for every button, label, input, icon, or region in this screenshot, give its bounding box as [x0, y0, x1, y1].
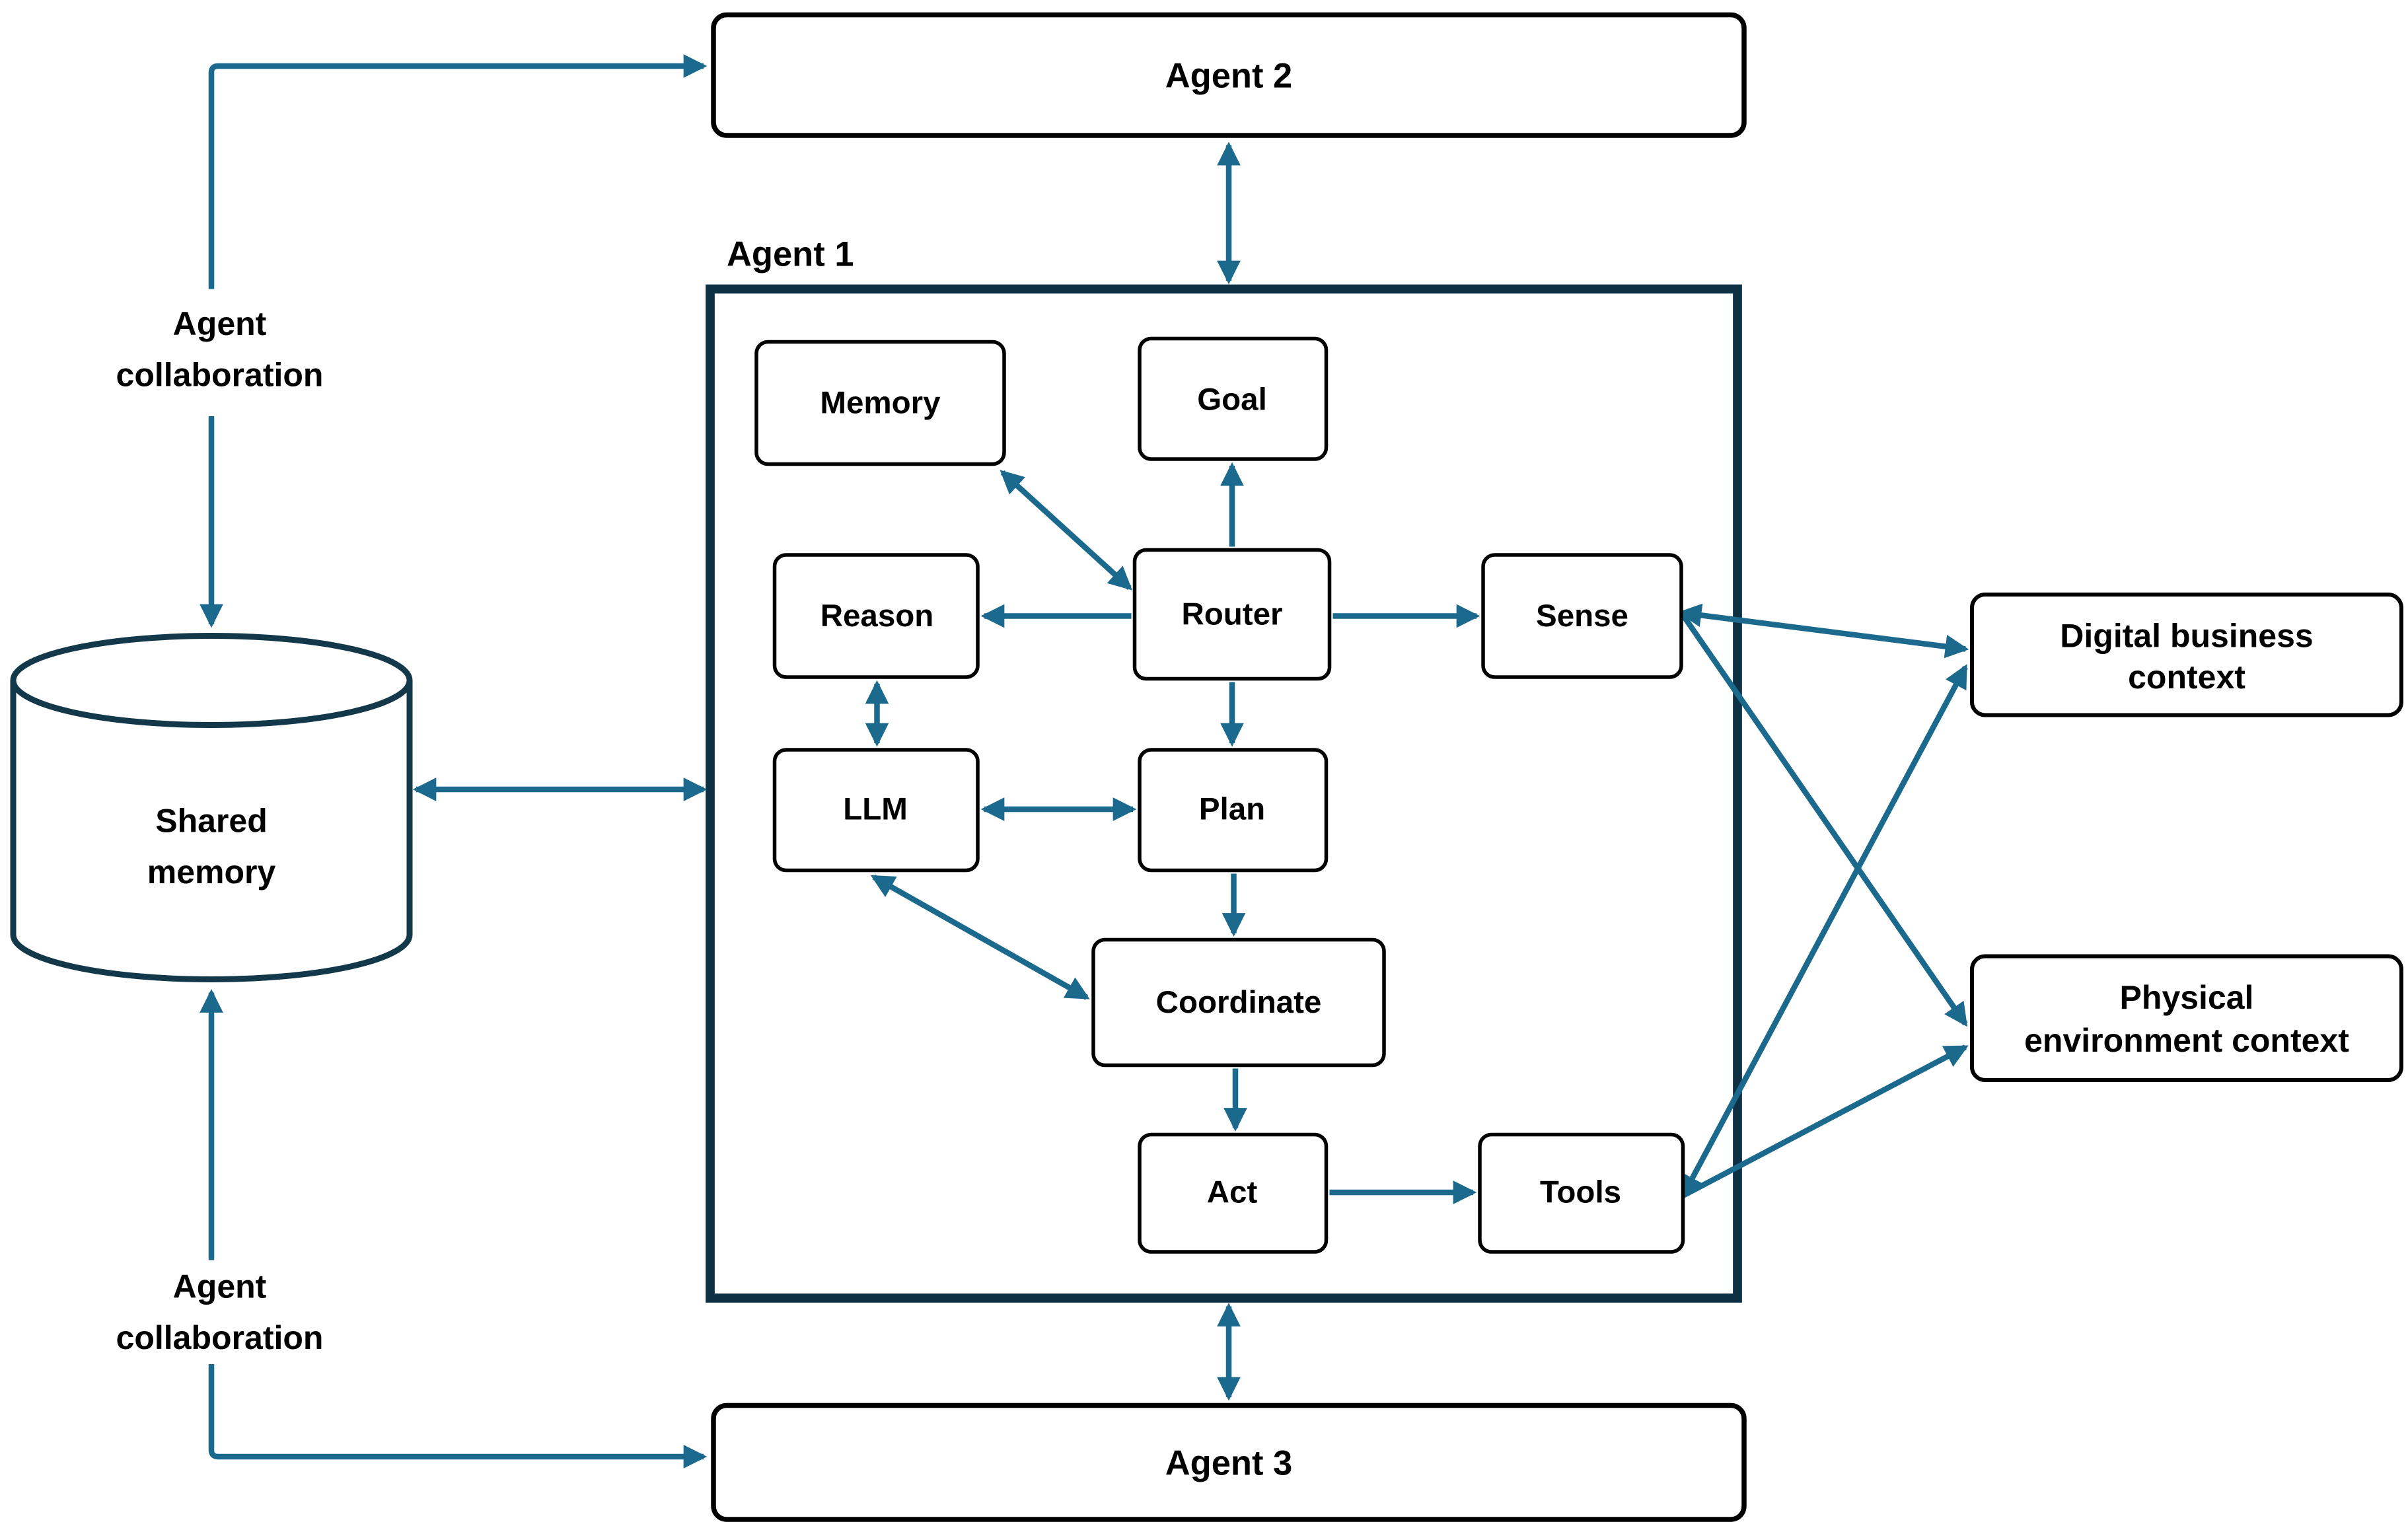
collab-bottom-line1: Agent	[173, 1268, 267, 1305]
agent-collaboration-label-top: Agent collaboration	[116, 305, 324, 394]
arrow-sense-digital	[1677, 603, 1969, 659]
plan-node: Plan	[1138, 748, 1329, 873]
collab-bottom-line2: collaboration	[116, 1319, 324, 1356]
physical-context-line1: Physical	[2120, 979, 2254, 1016]
agent3-label: Agent 3	[1165, 1444, 1293, 1483]
shared-memory-cylinder: Shared memory	[10, 633, 413, 982]
act-node: Act	[1138, 1132, 1329, 1254]
arrow-sharedmemory-agent3	[208, 1364, 708, 1469]
reason-label: Reason	[821, 599, 934, 634]
reason-node: Reason	[772, 553, 980, 679]
digital-business-context-box: Digital business context	[1970, 593, 2403, 717]
arrow-sharedmemory-agent2	[208, 54, 708, 289]
router-label: Router	[1181, 597, 1282, 632]
shared-memory-label-line2: memory	[147, 854, 276, 890]
plan-label: Plan	[1199, 792, 1265, 827]
collab-top-line2: collaboration	[116, 357, 324, 394]
memory-node: Memory	[754, 340, 1006, 466]
agent2-box: Agent 2	[711, 12, 1747, 138]
arrow-llm-coordinate	[870, 874, 1090, 1000]
coordinate-node: Coordinate	[1091, 937, 1386, 1068]
tools-label: Tools	[1540, 1175, 1621, 1210]
goal-label: Goal	[1197, 382, 1267, 418]
act-label: Act	[1207, 1175, 1258, 1210]
llm-label: LLM	[843, 792, 908, 827]
arrow-tools-digital	[1680, 664, 1968, 1199]
sense-node: Sense	[1481, 553, 1683, 679]
agent2-label: Agent 2	[1165, 57, 1293, 96]
agent-collaboration-label-bottom: Agent collaboration	[116, 1268, 324, 1357]
goal-node: Goal	[1138, 336, 1329, 461]
digital-context-line2: context	[2128, 659, 2245, 696]
sense-label: Sense	[1536, 599, 1628, 634]
collab-top-line1: Agent	[173, 305, 267, 342]
shared-memory-label-line1: Shared	[155, 803, 268, 840]
agent1-label: Agent 1	[727, 235, 854, 274]
agent3-box: Agent 3	[711, 1402, 1747, 1522]
physical-environment-context-box: Physical environment context	[1970, 954, 2403, 1082]
arrow-tools-physical	[1681, 1044, 1969, 1198]
tools-node: Tools	[1478, 1132, 1685, 1254]
arrow-memory-router	[1000, 470, 1132, 591]
router-node: Router	[1132, 548, 1332, 681]
arrow-sense-physical	[1679, 611, 1968, 1027]
memory-label: Memory	[820, 386, 941, 421]
digital-context-line1: Digital business	[2060, 618, 2313, 655]
llm-node: LLM	[772, 748, 980, 873]
coordinate-label: Coordinate	[1156, 985, 1322, 1020]
physical-context-line2: environment context	[2024, 1022, 2349, 1059]
